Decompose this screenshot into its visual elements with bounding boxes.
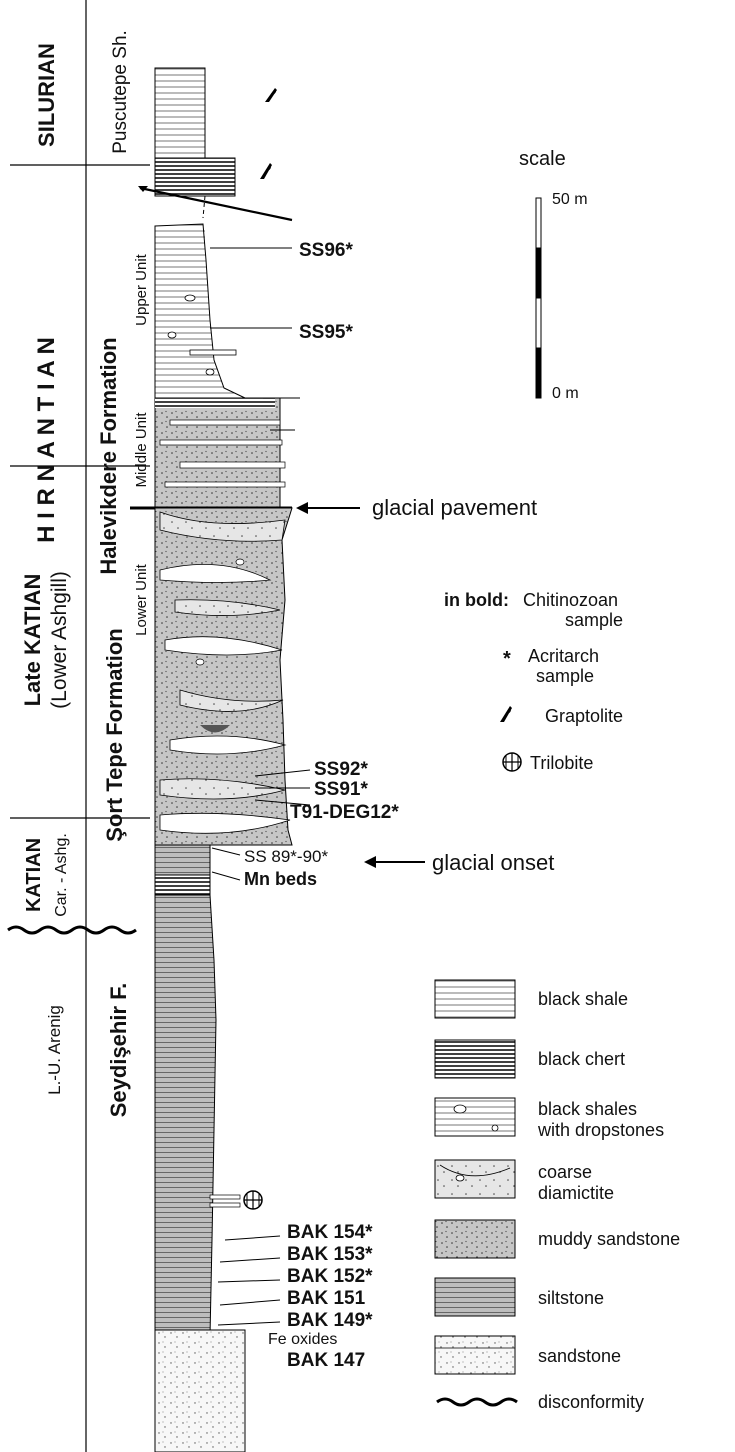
graptolite-icon-2 [260,163,272,179]
sample-ss92: SS92* [314,759,368,780]
upper-unit-shale [154,223,246,399]
period-lower-ashgill: (Lower Ashgill) [48,571,71,709]
legend-disconformity: disconformity [538,1392,644,1412]
key-acritarch-1: Acritarch [528,646,599,666]
middle-unit-sandstone [154,397,281,509]
legend-swatch-dropstones [434,1097,516,1137]
period-hirnantian: H I R N A N T I A N [33,337,60,543]
period-silurian: SILURIAN [34,43,59,147]
legend-swatch-disconformity [436,1397,518,1407]
sample-bak149: BAK 149* [287,1310,373,1331]
left-column-lines [7,0,150,1452]
puscutepe-shale [154,67,206,159]
fe-oxides-label: Fe oxides [268,1331,337,1348]
unit-upper: Upper Unit [133,253,150,326]
key-trilobite: Trilobite [530,753,593,773]
key-bold-rest: Chitinozoan [523,590,618,610]
period-car-ashg: Car. - Ashg. [53,833,70,917]
legend-dropstones-2: with dropstones [537,1120,664,1140]
legend-muddy-sandstone: muddy sandstone [538,1229,680,1249]
sample-bak154: BAK 154* [287,1222,373,1243]
glacial-onset-arrow [364,856,425,868]
sample-ss96: SS96* [299,240,353,261]
key-acritarch-2: sample [536,666,594,686]
legend-black-chert: black chert [538,1049,625,1069]
key-bold-prefix: in bold: [444,590,509,610]
sample-t91-deg12: T91-DEG12* [290,802,399,823]
sample-bak152: BAK 152* [287,1266,373,1287]
sort-tepe-siltstone [154,894,217,1452]
key-bold-line2: sample [565,610,623,630]
sample-ss95: SS95* [299,322,353,343]
key-graptolite-icon [500,706,512,722]
legend-siltstone: siltstone [538,1288,604,1308]
formation-sort-tepe: Şort Tepe Formation [102,628,127,842]
lithologic-column [130,67,300,1452]
legend-black-shale: black shale [538,989,628,1009]
key-trilobite-icon [502,752,522,772]
glacial-pavement-arrow [296,502,360,514]
mn-beds-layer [154,874,211,896]
sample-ss89-90: SS 89*-90* [244,847,328,866]
scale-title: scale [519,148,566,170]
period-katian: KATIAN [23,838,45,912]
puscutepe-chert [154,157,236,197]
period-late-katian: Late KATIAN [20,574,45,707]
period-arenig: L.-U. Arenig [45,1005,64,1095]
formation-puscutepe: Puscutepe Sh. [110,30,131,154]
sample-bak151: BAK 151 [287,1288,366,1309]
legend-dropstones-1: black shales [538,1099,637,1119]
legend-swatch-siltstone [434,1277,516,1317]
legend-diamictite-1: coarse [538,1162,592,1182]
glacial-pavement-label: glacial pavement [372,495,537,520]
graptolite-icon [265,88,277,102]
fault-line [139,186,293,222]
scale-bottom-label: 0 m [552,385,579,402]
sample-ss91: SS91* [314,779,368,800]
sample-bak153: BAK 153* [287,1244,373,1265]
legend-diamictite-2: diamictite [538,1183,614,1203]
key-graptolite: Graptolite [545,706,623,726]
lower-unit-muddy-sandstone [154,507,293,846]
legend-swatch-diamictite [434,1159,516,1199]
legend-sandstone: sandstone [538,1346,621,1366]
glacial-onset-label: glacial onset [432,850,554,875]
formation-halevikdere: Halevikdere Formation [96,337,121,574]
seydisehir-sandstone [154,1329,246,1452]
scale-bar [535,197,542,399]
scale-top-label: 50 m [552,191,588,208]
legend-swatch-muddy-sandstone [434,1219,516,1259]
left-disconformity [7,925,137,935]
sample-leader-lines [210,247,311,1326]
acritarch-star-icon: * [503,648,511,670]
mn-beds-label: Mn beds [244,869,317,889]
legend-swatch-black-chert [434,1039,516,1079]
unit-lower: Lower Unit [133,563,150,636]
legend-swatch-black-shale [434,979,516,1019]
sample-bak147: BAK 147 [287,1350,365,1371]
formation-seydisehir: Seydişehir F. [106,983,131,1118]
unit-middle: Middle Unit [133,412,150,488]
trilobite-icon [243,1190,263,1210]
legend-swatch-sandstone [434,1335,516,1375]
lithology-legend [434,979,518,1407]
